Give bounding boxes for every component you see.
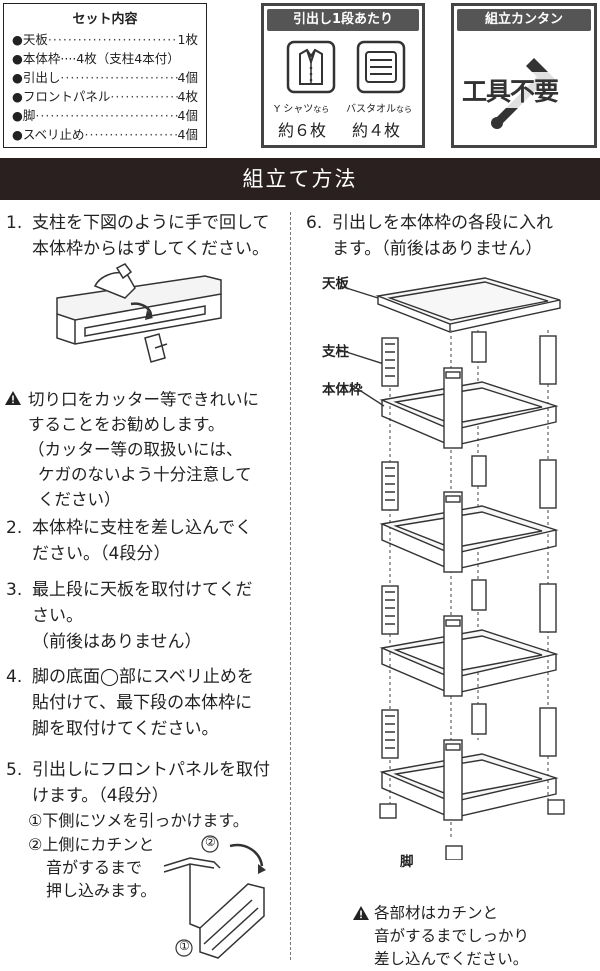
assembly-exploded-illustration	[339, 277, 565, 860]
step-5-sub-1: ①下側にツメを引っかけます。	[28, 811, 249, 830]
label-leg: 脚	[400, 854, 414, 870]
easy-assembly-box: 組立カンタン 工具不要	[451, 3, 597, 148]
set-contents-title: セット内容	[72, 12, 138, 27]
shirt-caption: Y シャツなら	[274, 104, 330, 115]
towel-count: 約４枚	[352, 121, 401, 140]
front-panel-mark-1: ①	[179, 939, 190, 953]
step-2: 2. 本体枠に支柱を差し込んでく ださい。（4段分）	[6, 518, 253, 564]
label-top-board: 天板	[322, 276, 349, 292]
step-3: 3. 最上段に天板を取付けてくだ さい。 （前後はありません）	[6, 580, 253, 652]
step-4: 4. 脚の底面◯部にスベリ止めを 貼付けて、最下段の本体枠に 脚を取付けてくださ…	[6, 667, 254, 739]
set-item-top-board: ●天板1枚	[12, 30, 198, 49]
shirt-count: 約６枚	[278, 121, 327, 140]
remove-pillar-illustration	[56, 263, 222, 363]
set-contents-box: セット内容 ●天板1枚 ●本体枠····4枚（支柱4本付） ●引出し4個 ●フロ…	[3, 3, 207, 148]
final-warning: 各部材はカチンと 音がするまでしっかり 差し込んでください。	[352, 902, 592, 971]
towel-icon	[356, 40, 406, 94]
step-5: 5. 引出しにフロントパネルを取付 けます。（4段分）	[6, 760, 270, 806]
column-divider	[290, 212, 291, 960]
drawer-capacity-box: 引出し1段あたり Y シャツなら バスタオルなら 約６枚 約４枚	[261, 3, 425, 148]
label-pillar: 支柱	[322, 344, 349, 360]
towel-caption: バスタオルなら	[346, 104, 412, 115]
cutting-warning: 切り口をカッター等できれいに することをお勧めします。 （カッター等の取扱いには…	[4, 387, 290, 512]
no-tools-badge: 工具不要	[460, 72, 561, 108]
section-title: 組立て方法	[0, 158, 600, 200]
set-item-front-panel: ●フロントパネル4枚	[12, 87, 198, 106]
front-panel-illustration	[163, 835, 266, 959]
step-1: 1. 支柱を下図のように手で回して 本体枠からはずしてください。	[6, 213, 270, 259]
step-6: 6. 引出しを本体枠の各段に入れ ます。（前後はありません）	[306, 213, 553, 259]
easy-assembly-title: 組立カンタン	[457, 9, 591, 31]
step-5-sub-2: ②上側にカチンと 音がするまで 押し込みます。	[28, 835, 157, 900]
warning-icon	[353, 906, 369, 920]
warning-icon	[5, 391, 21, 405]
set-item-frame: ●本体枠····4枚（支柱4本付）	[12, 51, 180, 66]
drawer-capacity-title: 引出し1段あたり	[267, 9, 419, 31]
set-item-drawer: ●引出し4個	[12, 68, 198, 87]
set-item-anti-slip: ●スベリ止め4個	[12, 125, 198, 144]
set-item-leg: ●脚4個	[12, 106, 198, 125]
front-panel-mark-2: ②	[205, 835, 216, 849]
shirt-icon	[286, 40, 336, 94]
